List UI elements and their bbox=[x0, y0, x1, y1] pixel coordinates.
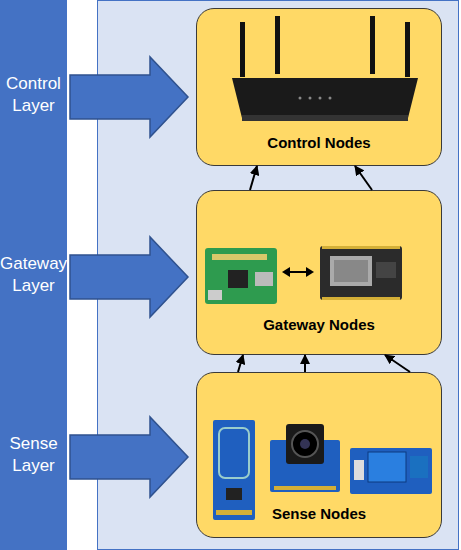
connector-arrow bbox=[238, 355, 243, 372]
camera-image bbox=[270, 424, 340, 492]
connector-arrow bbox=[385, 355, 410, 372]
layer-label: Sense Layer bbox=[0, 433, 67, 477]
connector-arrow bbox=[355, 166, 372, 190]
nodemcu-image bbox=[320, 246, 402, 300]
node-title: Control Nodes bbox=[197, 134, 441, 151]
rfid-image bbox=[213, 420, 255, 520]
connector-arrow bbox=[304, 355, 306, 372]
layer-label: Control Layer bbox=[0, 73, 67, 117]
relay-image bbox=[350, 448, 432, 494]
router-image bbox=[232, 16, 418, 121]
connector-arrow bbox=[250, 166, 257, 190]
layer-label: Gateway Layer bbox=[0, 253, 67, 297]
layer-arrow bbox=[70, 57, 188, 497]
node-title: Gateway Nodes bbox=[197, 316, 441, 333]
double-arrow bbox=[282, 267, 314, 277]
raspberry-pi-image bbox=[205, 248, 277, 304]
